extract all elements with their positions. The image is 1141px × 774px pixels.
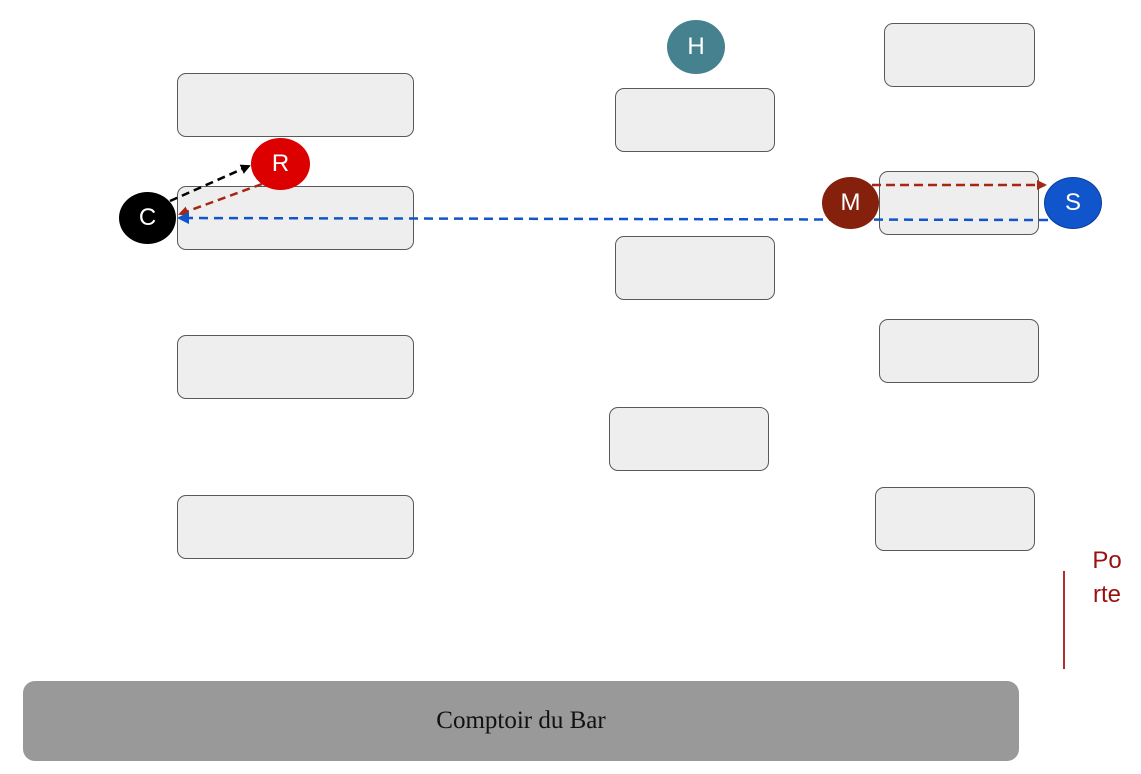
table-right-3 [879, 319, 1039, 383]
table-left-1 [177, 73, 414, 137]
arrow-s-to-c [177, 212, 1049, 225]
arrow-c-to-r [169, 164, 251, 203]
table-middle-2 [615, 236, 775, 300]
table-right-1 [884, 23, 1035, 87]
door-label: Porte [1092, 547, 1122, 608]
table-right-4 [875, 487, 1035, 551]
person-h: H [667, 20, 725, 74]
person-s: S [1044, 177, 1102, 229]
door-line [1063, 571, 1065, 669]
arrow-r-to-c [178, 182, 263, 216]
person-m: M [822, 177, 879, 229]
table-left-3 [177, 335, 414, 399]
table-right-2 [879, 171, 1039, 235]
table-left-4 [177, 495, 414, 559]
person-c: C [119, 192, 176, 244]
table-middle-1 [615, 88, 775, 152]
table-middle-3 [609, 407, 769, 471]
person-r: R [251, 138, 310, 190]
bar-counter: Comptoir du Bar [23, 681, 1019, 761]
bar-counter-label: Comptoir du Bar [436, 707, 606, 734]
